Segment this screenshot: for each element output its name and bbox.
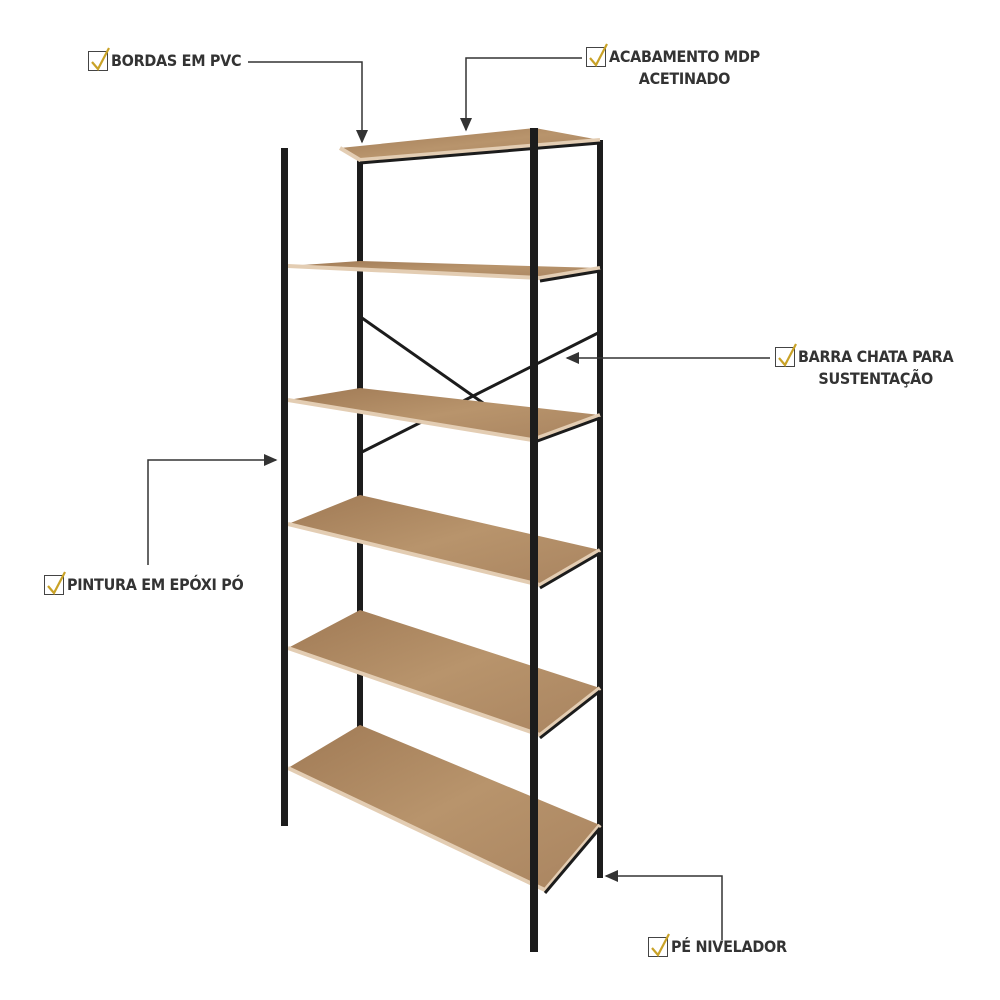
checkbox-check-icon <box>88 47 110 71</box>
shelf-2 <box>288 261 600 278</box>
shelf-side-rail <box>543 827 602 894</box>
shelf-pvc-edge <box>287 264 601 281</box>
label-pe-nivelador: PÉ NIVELADOR <box>648 933 787 958</box>
shelf-pvc-edge <box>287 522 602 588</box>
label-text: PÉ NIVELADOR <box>671 937 787 956</box>
shelf-pvc-edge <box>338 138 601 163</box>
shelf-side-rail <box>539 551 601 590</box>
shelf-5 <box>288 610 600 735</box>
front-right-post <box>530 128 538 952</box>
leader-acabamento <box>460 57 582 132</box>
shelf-pvc-edge <box>287 766 602 893</box>
checkbox-check-icon <box>648 933 670 957</box>
shelf-4 <box>288 495 600 585</box>
checkbox-check-icon <box>44 571 66 595</box>
label-text: ACABAMENTO MDP <box>609 47 760 66</box>
cross-brace <box>361 331 599 454</box>
shelf-3 <box>288 388 600 440</box>
shelf-6 <box>288 725 600 890</box>
label-text: SUSTENTAÇÃO <box>818 369 933 388</box>
label-text: BORDAS EM PVC <box>111 51 242 70</box>
shelf-side-rail <box>531 416 601 445</box>
shelf-side-rail <box>539 689 601 740</box>
back-right-post <box>597 140 603 878</box>
shelves <box>287 128 602 894</box>
label-text: PINTURA EM EPÓXI PÓ <box>67 575 244 594</box>
label-barra-chata: BARRA CHATA PARA SUSTENTAÇÃO <box>775 343 954 390</box>
leader-pintura <box>147 454 278 565</box>
back-left-post <box>357 158 363 798</box>
leader-pe <box>604 870 723 940</box>
label-pintura-epoxi: PINTURA EM EPÓXI PÓ <box>44 571 244 596</box>
front-left-post <box>281 148 288 826</box>
label-acabamento-mdp: ACABAMENTO MDP ACETINADO <box>586 43 760 90</box>
label-bordas-em-pvc: BORDAS EM PVC <box>88 47 242 72</box>
shelf-side-rail <box>359 141 601 165</box>
shelf-pvc-edge <box>287 646 602 738</box>
label-text: BARRA CHATA PARA <box>798 347 954 366</box>
label-text: ACETINADO <box>638 69 731 88</box>
shelf-side-rail <box>539 269 601 283</box>
leader-bordas <box>248 61 368 144</box>
checkbox-check-icon <box>586 43 608 67</box>
checkbox-check-icon <box>775 343 797 367</box>
